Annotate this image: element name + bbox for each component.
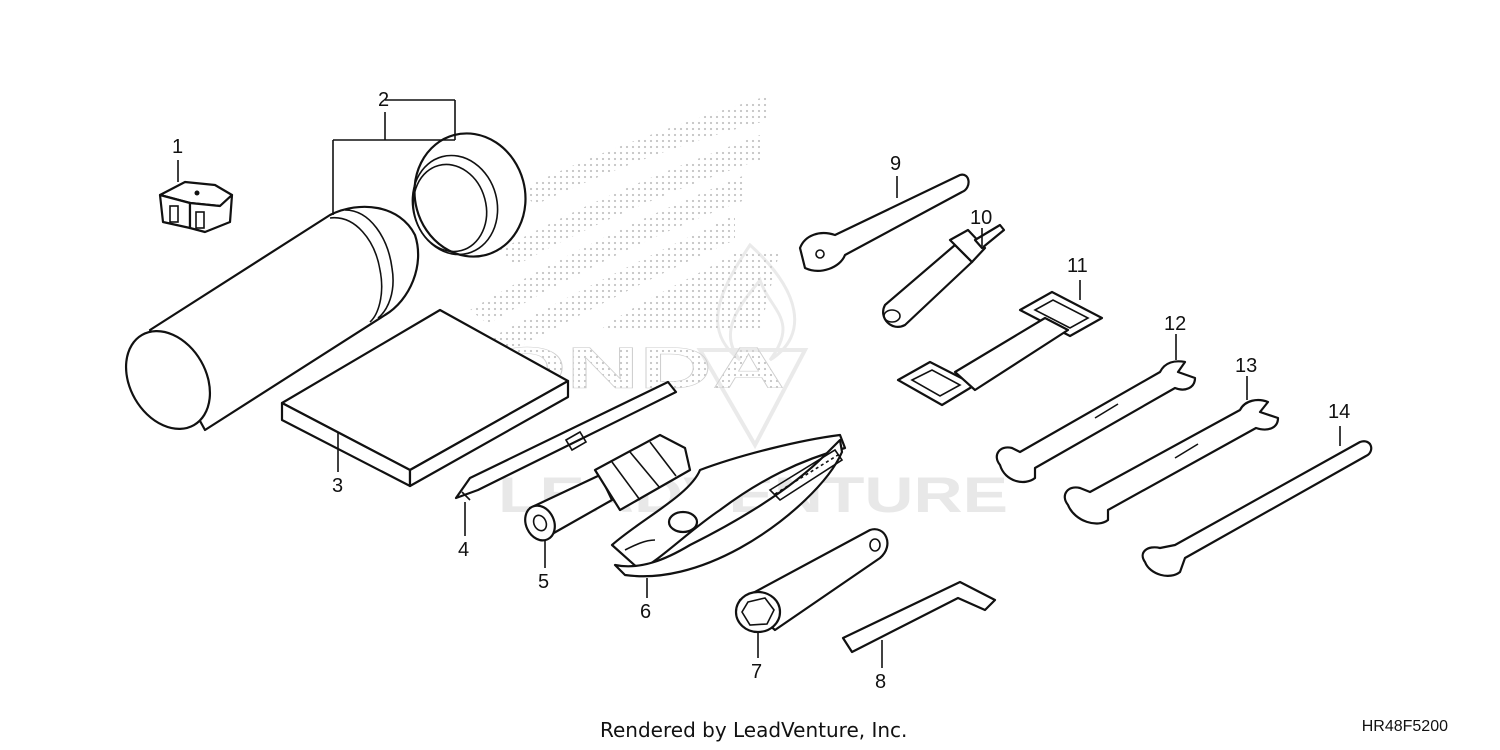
callout-3: 3 <box>332 475 343 497</box>
callout-6: 6 <box>640 601 651 623</box>
callout-2: 2 <box>378 89 389 111</box>
leadventure-flame-icon <box>696 242 809 450</box>
diagram-code: HR48F5200 <box>1361 718 1448 735</box>
callout-10: 10 <box>970 207 992 229</box>
callout-5: 5 <box>538 571 549 593</box>
part-open-wrench-12[interactable] <box>995 360 1197 483</box>
callout-14: 14 <box>1328 401 1350 423</box>
part-fuse[interactable] <box>158 180 234 234</box>
callout-4: 4 <box>458 539 469 561</box>
part-tool-case[interactable] <box>109 121 539 444</box>
callout-8: 8 <box>875 671 886 693</box>
part-manual[interactable] <box>280 308 570 488</box>
callout-1: 1 <box>172 136 183 158</box>
part-driver-handle[interactable] <box>882 223 1006 328</box>
leader-2 <box>332 99 456 215</box>
part-screwdriver-bit[interactable] <box>454 380 678 501</box>
part-hex-wrench[interactable] <box>841 580 997 654</box>
footer: Rendered by LeadVenture, Inc. HR48F5200 <box>0 714 1500 750</box>
part-extension-bar[interactable] <box>1141 440 1373 577</box>
part-open-wrench-13[interactable] <box>1063 399 1280 525</box>
part-box-wrench[interactable] <box>896 290 1104 407</box>
part-screwdriver-grip[interactable] <box>520 433 692 545</box>
callout-11: 11 <box>1067 255 1088 277</box>
callout-13: 13 <box>1235 355 1257 377</box>
callout-12: 12 <box>1164 313 1186 335</box>
part-pliers[interactable] <box>610 433 847 578</box>
callout-9: 9 <box>890 153 901 175</box>
part-pin-spanner[interactable] <box>798 173 970 272</box>
footer-credit: Rendered by LeadVenture, Inc. <box>600 718 908 742</box>
part-spark-plug-wrench[interactable] <box>734 528 889 634</box>
callout-7: 7 <box>751 661 762 683</box>
